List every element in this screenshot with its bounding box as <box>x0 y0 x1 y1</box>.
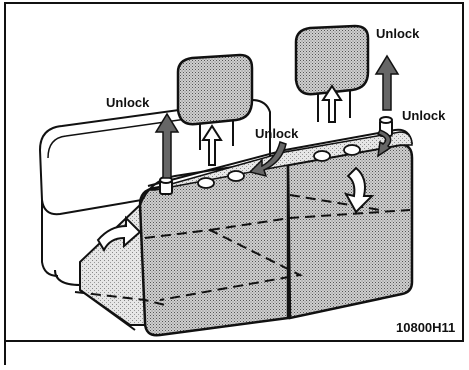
headrest-sockets <box>197 144 361 189</box>
unlock-label-right: Unlock <box>402 108 446 123</box>
unlock-label-center: Unlock <box>255 126 299 141</box>
unlock-up-arrows <box>154 54 400 179</box>
hidden-outline <box>74 194 411 306</box>
seat-cushion <box>79 204 151 331</box>
unlock-label-top-right: Unlock <box>376 26 420 41</box>
headrest-right <box>294 24 370 122</box>
right-seatback-panel <box>147 128 414 320</box>
unlock-curved-arrows <box>248 129 392 178</box>
fold-arrows <box>96 166 375 253</box>
unlock-label-left: Unlock <box>106 95 150 110</box>
diagram-border <box>4 2 464 342</box>
figure-code: 10800H11 <box>396 320 455 335</box>
headrest-lift-arrows <box>201 84 343 166</box>
headrest-left <box>176 53 254 150</box>
